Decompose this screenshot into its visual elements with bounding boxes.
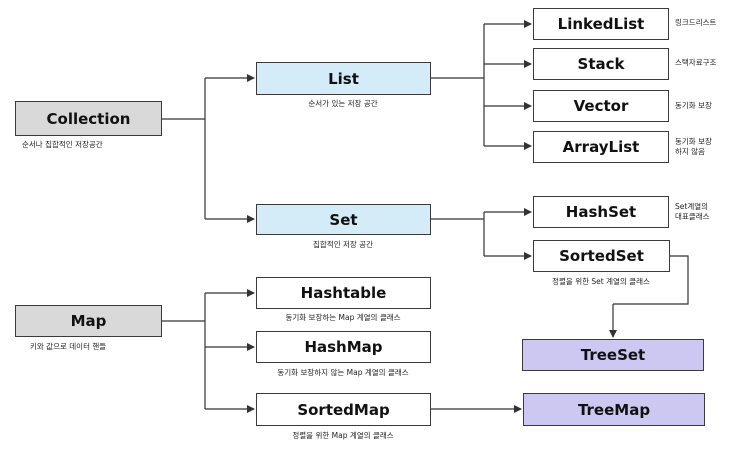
node-map-label: Map xyxy=(70,312,107,330)
node-sortedmap-desc: 정렬을 위한 Map 계열의 클래스 xyxy=(292,431,394,440)
node-sortedmap-label: SortedMap xyxy=(297,400,390,419)
node-hashtable: Hashtable xyxy=(256,277,431,309)
line-sortedset-out xyxy=(613,255,689,305)
node-collection-desc: 순서나 집합적인 저장공간 xyxy=(22,140,103,149)
node-set-label: Set xyxy=(329,210,358,229)
node-map-desc: 키와 값으로 데이터 핸들 xyxy=(30,342,107,351)
node-sortedset: SortedSet xyxy=(533,240,670,272)
node-treemap: TreeMap xyxy=(523,393,705,426)
node-list-label: List xyxy=(328,69,359,88)
node-hashmap-label: HashMap xyxy=(304,338,383,356)
node-hashset: HashSet xyxy=(533,196,669,228)
node-hashtable-label: Hashtable xyxy=(300,284,387,302)
node-sortedset-desc: 정렬을 위한 Set 계열의 클래스 xyxy=(552,277,650,286)
node-treeset: TreeSet xyxy=(522,339,704,371)
node-vector-desc: 동기화 보장 xyxy=(675,101,712,110)
node-hashtable-desc: 동기화 보장하는 Map 계열의 클래스 xyxy=(285,313,401,322)
node-arraylist-label: ArrayList xyxy=(562,138,640,156)
node-vector-label: Vector xyxy=(573,97,629,115)
node-stack-label: Stack xyxy=(577,55,625,73)
node-treeset-label: TreeSet xyxy=(580,346,646,364)
node-linkedlist-desc: 링크드리스트 xyxy=(675,18,717,27)
node-linkedlist-label: LinkedList xyxy=(557,15,645,33)
node-list: List xyxy=(256,62,431,95)
node-set: Set xyxy=(256,204,431,235)
node-hashset-desc-2: 대표클래스 xyxy=(675,212,710,221)
node-arraylist: ArrayList xyxy=(533,131,669,163)
node-stack-desc: 스택자료구조 xyxy=(675,58,717,67)
node-map: Map xyxy=(15,305,162,337)
node-collection-label: Collection xyxy=(46,109,131,128)
node-set-desc: 집합적인 저장 공간 xyxy=(313,240,373,249)
node-arraylist-desc-2: 하지 않음 xyxy=(675,147,705,156)
node-hashmap: HashMap xyxy=(256,331,431,363)
node-list-desc: 순서가 있는 저장 공간 xyxy=(308,99,378,108)
node-hashmap-desc: 동기화 보장하지 않는 Map 계열의 클래스 xyxy=(277,368,409,377)
node-sortedset-label: SortedSet xyxy=(559,247,644,265)
node-treemap-label: TreeMap xyxy=(577,400,651,419)
node-sortedmap: SortedMap xyxy=(256,393,431,426)
node-linkedlist: LinkedList xyxy=(533,8,669,40)
node-collection: Collection xyxy=(15,101,162,136)
node-arraylist-desc-1: 동기화 보장 xyxy=(675,137,712,146)
node-vector: Vector xyxy=(533,90,669,122)
node-hashset-label: HashSet xyxy=(565,203,637,221)
node-hashset-desc-1: Set계열의 xyxy=(675,202,709,211)
node-stack: Stack xyxy=(533,48,669,80)
